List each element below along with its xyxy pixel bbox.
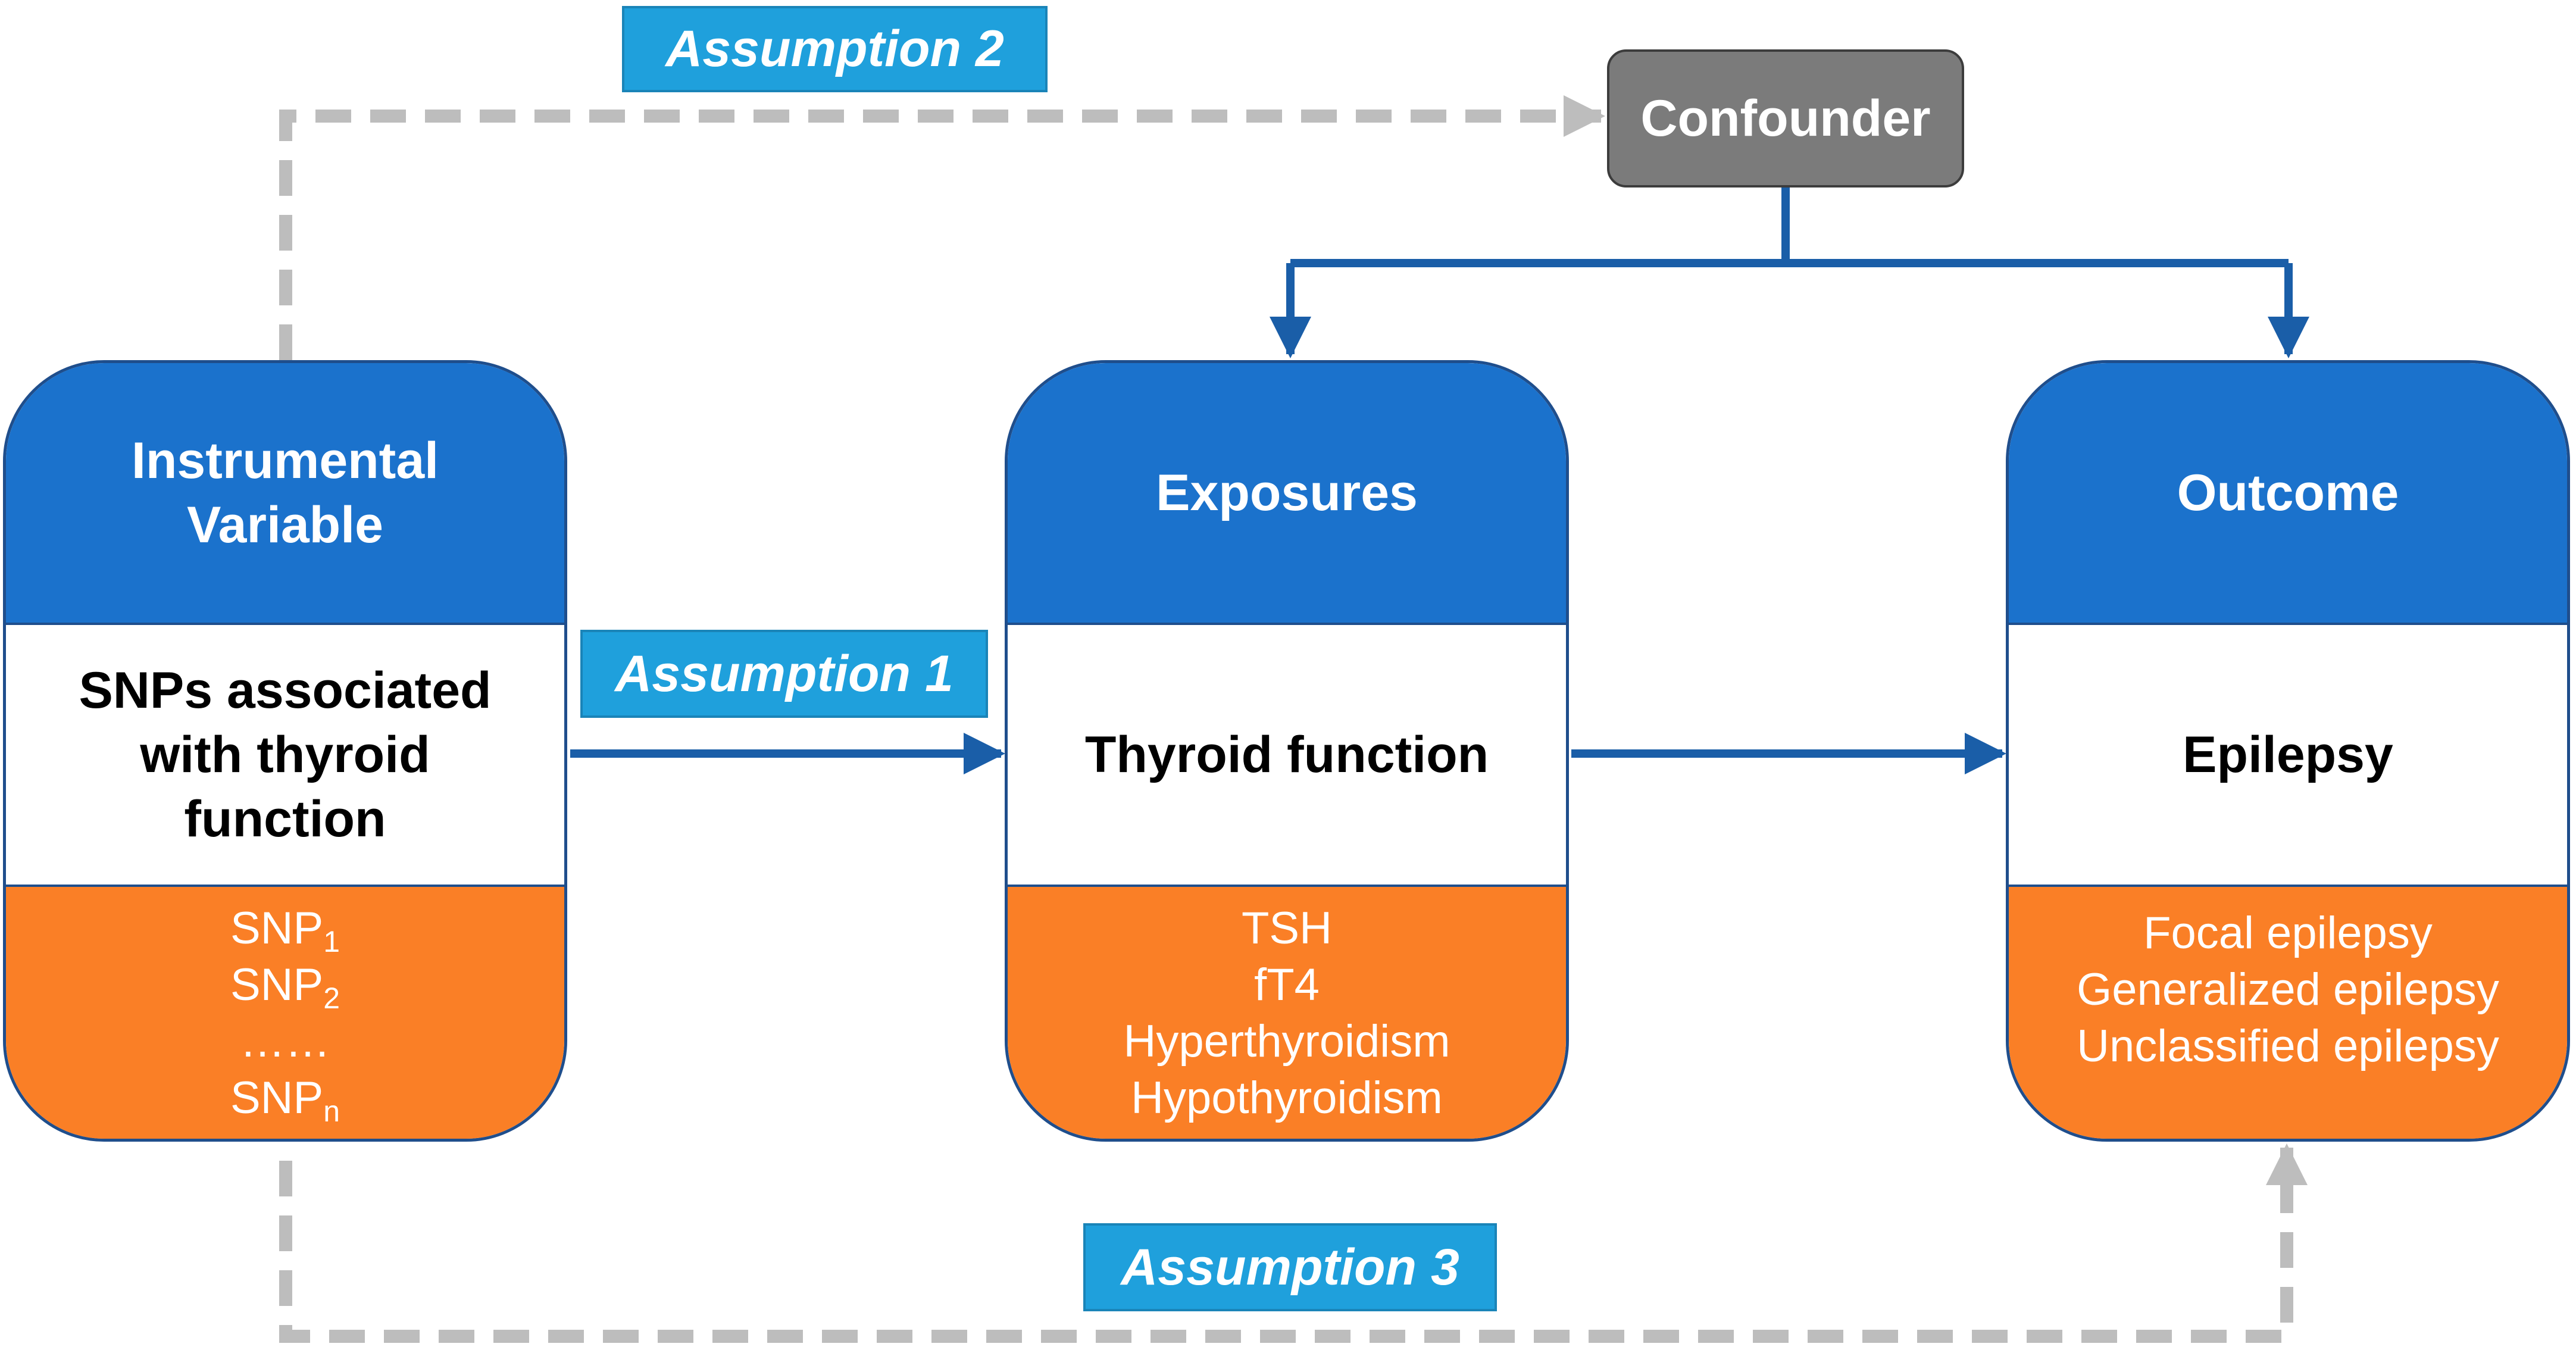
confounder-node: Confounder	[1607, 49, 1964, 188]
outcome-item: Focal epilepsy	[2143, 908, 2433, 958]
instrumental-variable-header: Instrumental Variable	[6, 363, 564, 625]
outcome-node: Outcome Epilepsy Focal epilepsy Generali…	[2006, 360, 2570, 1142]
assumption-2-dashed-arrow	[279, 95, 1605, 360]
snp-ellipsis: ……	[240, 1015, 330, 1067]
exposures-header: Exposures	[1008, 363, 1566, 625]
exposure-item: fT4	[1254, 959, 1320, 1010]
exposures-node: Exposures Thyroid function TSH fT4 Hyper…	[1005, 360, 1569, 1142]
snp-item: SNPn	[230, 1072, 340, 1128]
iv-body-line-2: with thyroid	[140, 726, 430, 783]
snp-item: SNP2	[230, 959, 340, 1015]
exposures-body-label: Thyroid function	[1084, 726, 1489, 783]
snp-item: SNP1	[230, 902, 340, 958]
assumption-3-dashed-arrow	[279, 1143, 2308, 1343]
assumption-1-label: Assumption 1	[580, 630, 988, 718]
exposure-item: Hyperthyroidism	[1123, 1015, 1450, 1067]
iv-header-line-1: Instrumental	[131, 432, 439, 489]
outcome-item: Unclassified epilepsy	[2077, 1021, 2499, 1071]
exposures-body: Thyroid function	[1008, 625, 1566, 887]
outcome-body: Epilepsy	[2009, 625, 2567, 887]
exposure-item: TSH	[1242, 902, 1332, 954]
outcome-header-label: Outcome	[2177, 464, 2399, 521]
instrumental-variable-list: SNP1 SNP2 …… SNPn	[6, 887, 564, 1139]
outcome-item: Generalized epilepsy	[2077, 964, 2499, 1015]
instrumental-variable-node: Instrumental Variable SNPs associated wi…	[3, 360, 567, 1142]
outcome-list: Focal epilepsy Generalized epilepsy Uncl…	[2009, 887, 2567, 1139]
iv-body-line-1: SNPs associated	[79, 662, 492, 719]
confounder-label: Confounder	[1640, 89, 1931, 147]
outcome-header: Outcome	[2009, 363, 2567, 625]
exposures-header-label: Exposures	[1156, 464, 1418, 521]
outcome-body-label: Epilepsy	[2183, 726, 2393, 783]
iv-body-line-3: function	[184, 790, 386, 848]
exposures-list: TSH fT4 Hyperthyroidism Hypothyroidism	[1008, 887, 1566, 1139]
exposure-item: Hypothyroidism	[1131, 1072, 1443, 1123]
assumption-3-label: Assumption 3	[1083, 1223, 1497, 1311]
iv-header-line-2: Variable	[187, 496, 383, 554]
instrumental-variable-body: SNPs associated with thyroid function	[6, 625, 564, 887]
assumption-2-label: Assumption 2	[622, 6, 1048, 92]
